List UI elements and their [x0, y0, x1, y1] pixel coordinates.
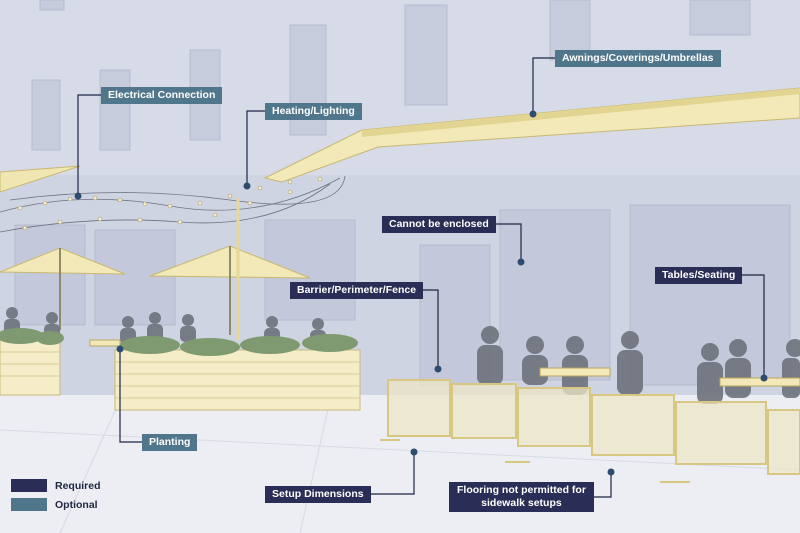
callout-barrier-perimeter-fence: Barrier/Perimeter/Fence [290, 282, 424, 299]
callout-heating-lighting: Heating/Lighting [265, 103, 362, 120]
callout-connectors [77, 57, 765, 498]
callout-tables-seating: Tables/Seating [655, 267, 743, 284]
callout-flooring-line-2: sidewalk setups [481, 497, 562, 509]
awning-valance [362, 88, 800, 137]
tables [89, 339, 800, 387]
callout-setup-dimensions: Setup Dimensions [265, 486, 371, 503]
umbrella-center [149, 245, 311, 335]
barrier-panels [387, 379, 800, 475]
sidewalk-joints [0, 399, 800, 533]
callout-dots [74, 110, 768, 476]
barrier-feet [380, 439, 690, 483]
planter-boxes [0, 339, 361, 411]
callout-flooring-line-1: Flooring not permitted for [457, 484, 586, 496]
left-awning [0, 165, 81, 193]
legend-required-label: Required [55, 480, 101, 492]
callout-cannot-be-enclosed: Cannot be enclosed [382, 216, 496, 233]
legend-optional-swatch [11, 498, 47, 511]
callout-flooring-not-permitted: Flooring not permitted for sidewalk setu… [449, 482, 594, 512]
callout-awnings-coverings-umbrellas: Awnings/Coverings/Umbrellas [555, 50, 721, 67]
callout-electrical-connection: Electrical Connection [101, 87, 223, 104]
legend-required-swatch [11, 479, 47, 492]
umbrella-left [0, 247, 126, 330]
planting-greenery [0, 328, 358, 356]
upper-windows [31, 0, 751, 151]
legend-optional-label: Optional [55, 499, 98, 511]
planter-slats [0, 351, 360, 399]
callout-planting: Planting [142, 434, 198, 451]
light-bulbs [17, 176, 323, 231]
